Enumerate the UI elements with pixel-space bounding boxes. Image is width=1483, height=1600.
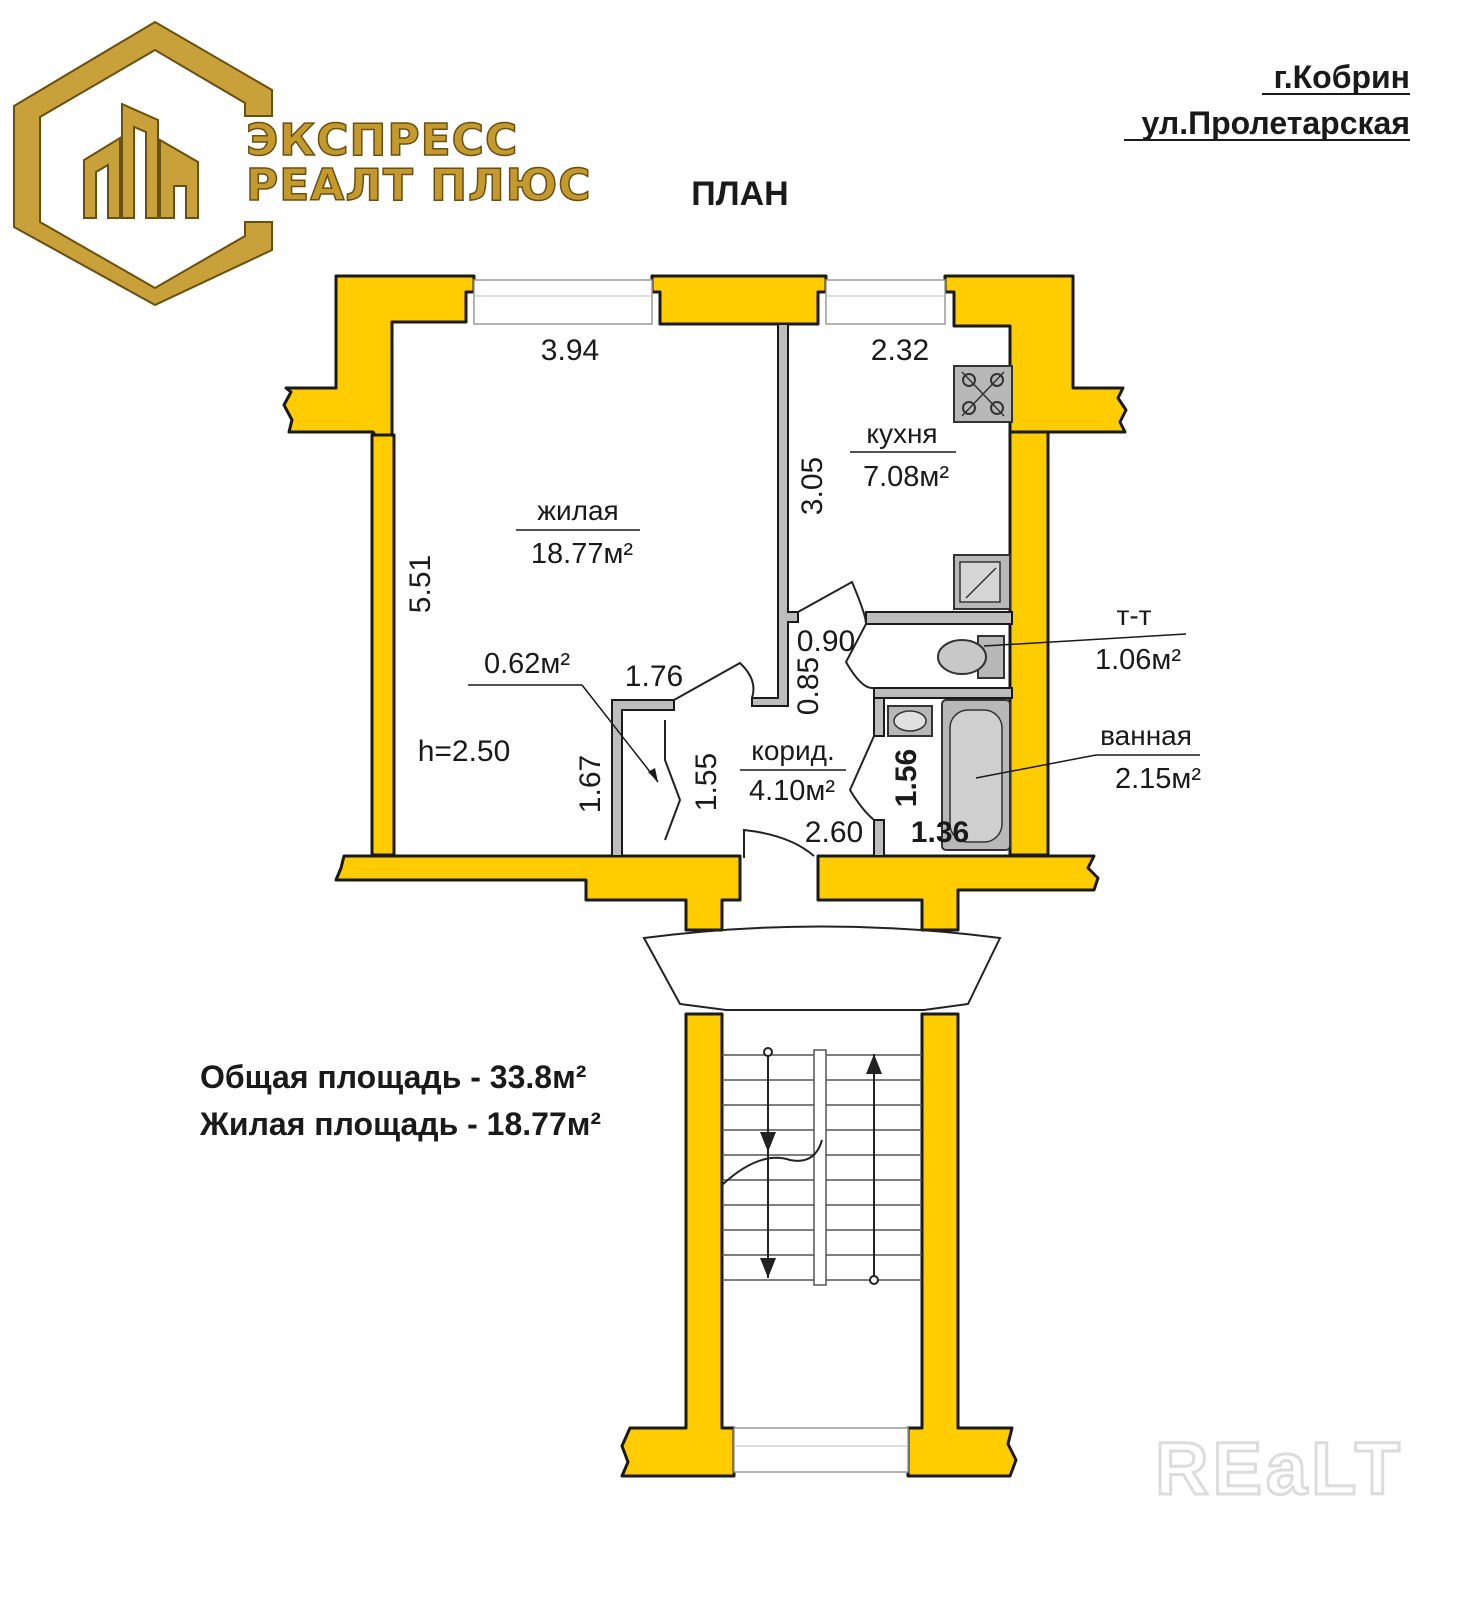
- door-kitchen: [797, 580, 867, 625]
- apartment-walls: [282, 274, 1128, 932]
- door-living: [673, 661, 755, 701]
- bathtub-icon: [941, 699, 1011, 851]
- logo-line-1: ЭКСПРЕСС: [246, 115, 518, 166]
- wall-top-middle: [650, 274, 828, 326]
- stove-icon: [953, 365, 1013, 423]
- partition-kitchen-toilet: [865, 611, 1013, 625]
- toilet-area: 1.06м²: [1095, 644, 1181, 676]
- staircase: [620, 925, 1018, 1478]
- door-closet: [664, 720, 682, 841]
- dim-living-width: 3.94: [541, 334, 599, 367]
- partition-bath-lower: [873, 819, 885, 857]
- partition-living-kitchen: [751, 323, 799, 707]
- city-label: г.Кобрин: [1274, 59, 1410, 95]
- building-icon: [83, 102, 199, 219]
- dim-corridor-top: 0.90: [797, 625, 855, 658]
- kitchen-name: кухня: [866, 418, 937, 449]
- dim-closet-width: 1.76: [625, 660, 683, 693]
- dim-kitchen-width: 2.32: [871, 334, 929, 367]
- living-room-name: жилая: [537, 495, 618, 526]
- wall-top-right: [943, 274, 1128, 434]
- watermark: REaLT: [1155, 1427, 1404, 1510]
- dim-corridor-bottom: 2.60: [805, 816, 863, 849]
- dim-closet-inner: 1.55: [690, 753, 723, 811]
- dim-corridor-side: 0.85: [792, 657, 825, 715]
- dim-closet-side: 1.67: [574, 755, 607, 813]
- break-line: [721, 1139, 823, 1186]
- kitchen-area: 7.08м²: [863, 461, 949, 493]
- kitchen-sink-icon: [953, 554, 1011, 610]
- dim-bath-length: 1.56: [890, 749, 923, 807]
- total-area: Общая площадь - 33.8м²: [200, 1059, 586, 1095]
- hexagon-frame-icon: [13, 20, 273, 307]
- wall-stair-left: [620, 1012, 736, 1478]
- living-room-area: 18.77м²: [531, 538, 634, 570]
- wall-bottom-right: [816, 854, 1100, 932]
- landing: [642, 925, 1002, 1011]
- windows: [473, 279, 946, 325]
- toilet-icon: [937, 635, 1005, 679]
- ceiling-height: h=2.50: [418, 735, 511, 768]
- dim-living-length: 5.51: [404, 555, 437, 613]
- door-bathroom: [848, 735, 875, 821]
- wall-left: [370, 433, 396, 857]
- doors: [664, 580, 875, 841]
- entrance-door: [743, 828, 815, 858]
- corridor-area: 4.10м²: [749, 775, 835, 807]
- logo-line-2: РЕАЛТ ПЛЮС: [246, 160, 592, 211]
- door-toilet: [844, 623, 875, 690]
- plan-title: ПЛАН: [691, 175, 788, 213]
- dim-kitchen-length: 3.05: [796, 457, 829, 515]
- wall-stair-right: [906, 1012, 1018, 1478]
- fixtures: [887, 365, 1013, 851]
- washbasin-icon: [887, 705, 933, 737]
- corridor-name: корид.: [751, 735, 834, 766]
- wall-bottom-left: [334, 854, 742, 932]
- bathroom-name: ванная: [1100, 720, 1192, 751]
- bathroom-area: 2.15м²: [1115, 763, 1201, 795]
- partition-bath-upper: [873, 697, 885, 737]
- company-logo: ЭКСПРЕСС РЕАЛТ ПЛЮС: [13, 20, 592, 307]
- partition-toilet-bath: [873, 687, 1013, 699]
- partitions: [611, 323, 1013, 857]
- street-label: ул.Пролетарская: [1142, 105, 1410, 141]
- window-living: [473, 279, 653, 325]
- toilet-name: т-т: [1117, 600, 1152, 631]
- wall-top-left: [282, 274, 476, 437]
- dim-bath-width: 1.36: [911, 816, 969, 849]
- window-stair: [733, 1427, 909, 1473]
- window-kitchen: [825, 279, 946, 325]
- closet-area: 0.62м²: [484, 648, 570, 680]
- living-area: Жилая площадь - 18.77м²: [199, 1106, 601, 1142]
